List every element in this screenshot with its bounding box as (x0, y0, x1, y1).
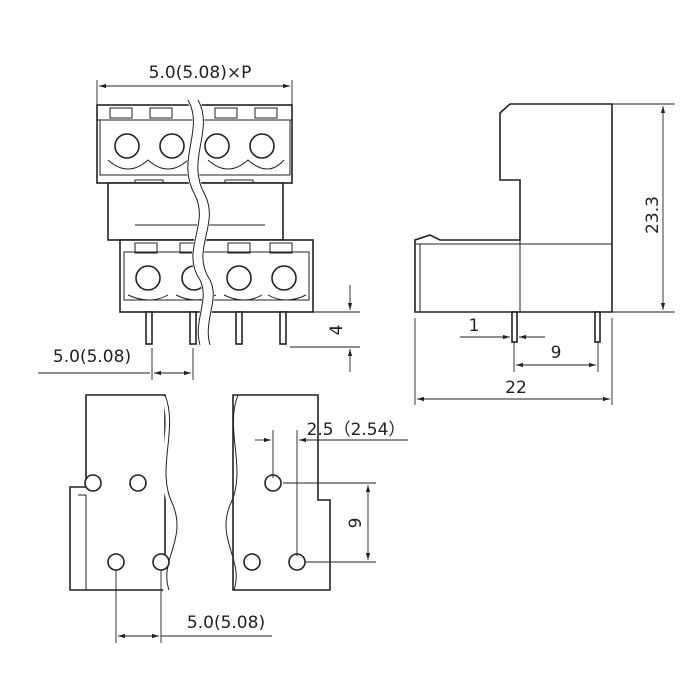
height-label: 23.3 (643, 196, 663, 234)
hole-pitch-label: 5.0(5.08) (187, 613, 265, 633)
screw-terminal (204, 133, 230, 159)
side-profile (414, 103, 613, 313)
pin-width-label: 1 (469, 316, 480, 336)
pin-length-label: 4 (327, 325, 347, 336)
header-body (119, 239, 314, 313)
front-view: 5.0(5.08)×P (38, 63, 360, 380)
pcb-hole (288, 553, 306, 571)
pin (594, 311, 601, 343)
pin (189, 311, 197, 345)
row-spacing-label: 9 (346, 518, 366, 529)
pcb-hole (84, 474, 102, 492)
screw-terminal (159, 133, 185, 159)
pcb-hole (107, 553, 125, 571)
screw-terminal (271, 265, 297, 291)
screw-terminal (114, 133, 140, 159)
depth-label: 22 (505, 378, 527, 398)
footprint-view: 2.5（2.54） 9 5.0(5.08) (69, 392, 408, 643)
row-offset-label: 2.5（2.54） (307, 420, 406, 440)
screw-terminal (249, 133, 275, 159)
pin (145, 311, 153, 345)
pcb-hole (152, 553, 170, 571)
pcb-hole (243, 553, 261, 571)
screw-terminal (135, 265, 161, 291)
pin (235, 311, 243, 345)
screw-terminal (226, 265, 252, 291)
pin (279, 311, 287, 345)
pcb-hole (129, 474, 147, 492)
pitch-times-poles-label: 5.0(5.08)×P (149, 63, 252, 83)
pin (511, 311, 518, 343)
pin-spacing-label: 9 (551, 343, 562, 363)
pin-pitch-label: 5.0(5.08) (53, 347, 131, 367)
side-view: 23.3 1 9 22 (414, 103, 675, 405)
